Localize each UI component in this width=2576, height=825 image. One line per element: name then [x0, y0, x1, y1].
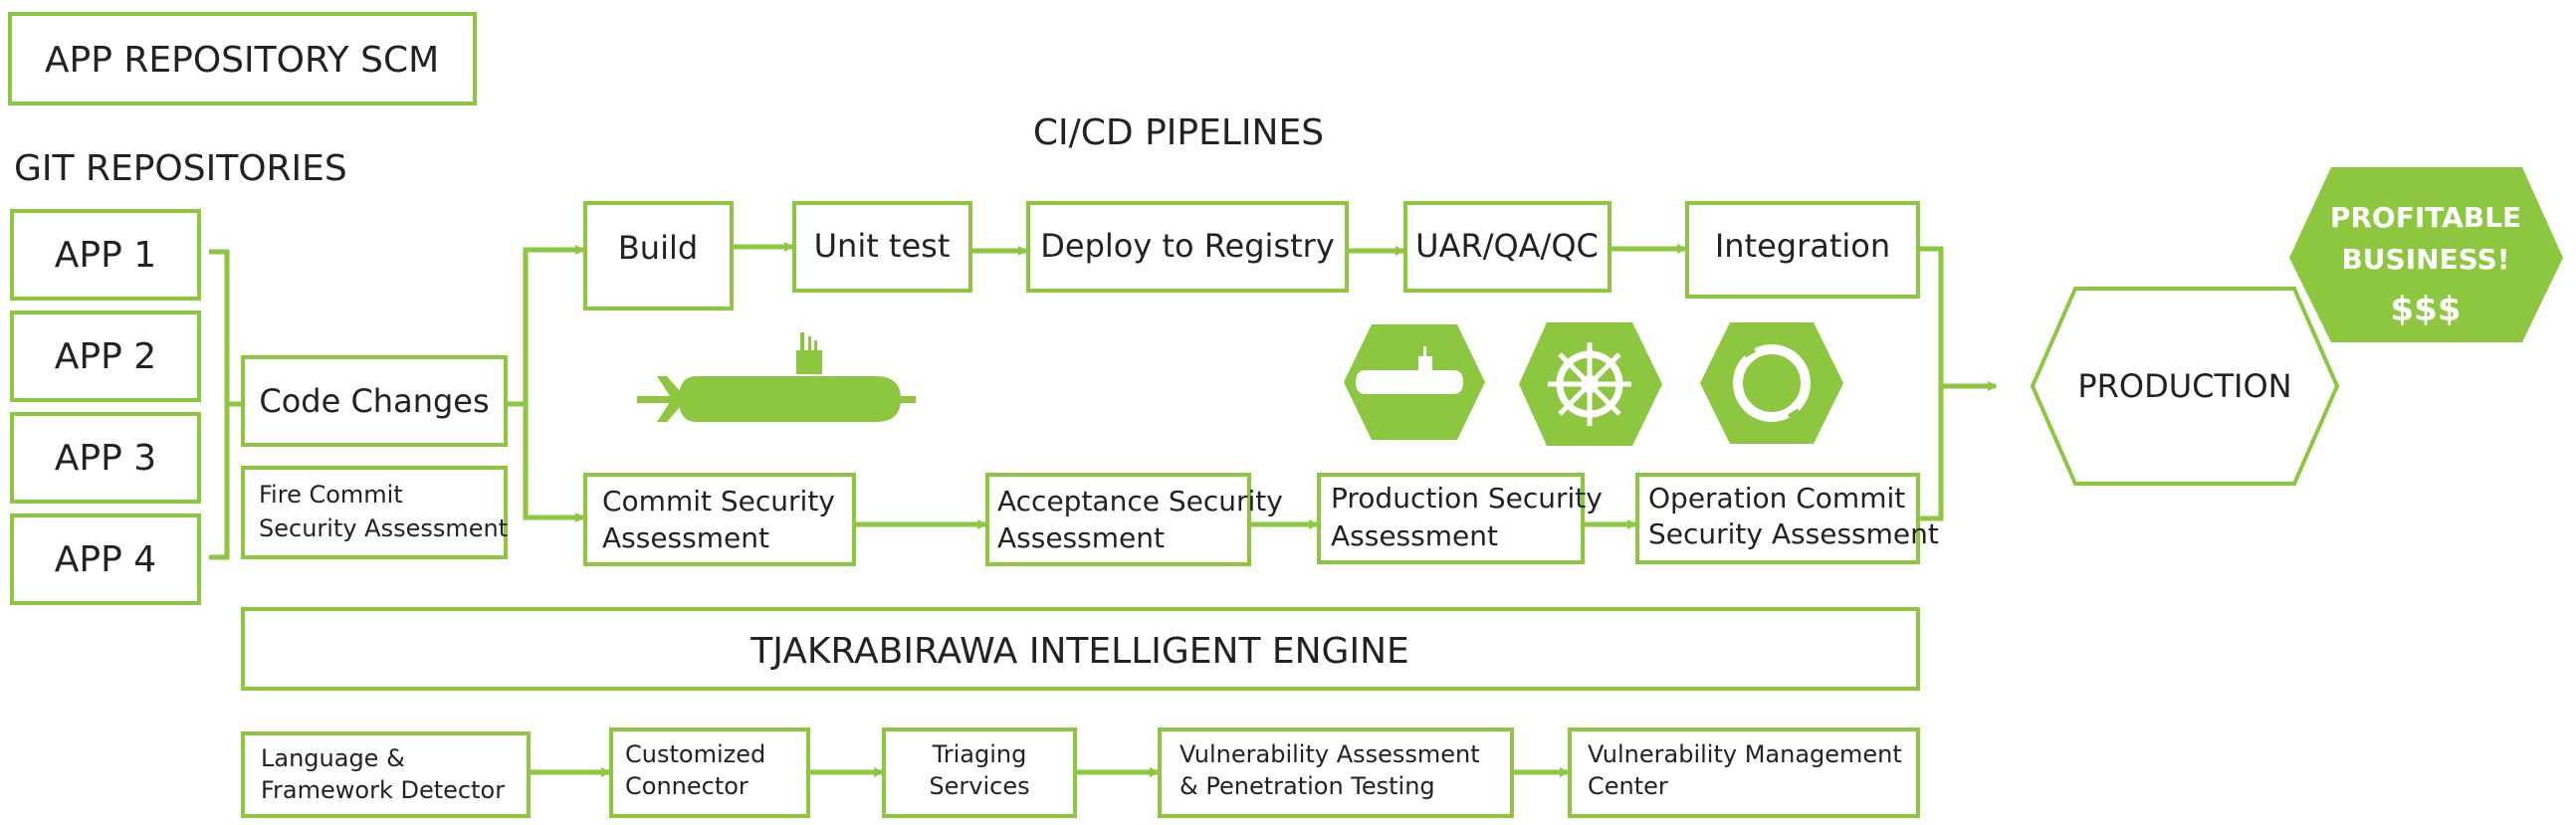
- engine-step-line-1: Vulnerability Management: [1588, 740, 1902, 768]
- git-repositories-title: GIT REPOSITORIES: [14, 148, 347, 189]
- deploy-registry-box: Deploy to Registry: [1026, 201, 1349, 293]
- app-2-box: APP 2: [10, 310, 201, 402]
- engine-step-line-1: Customized: [625, 740, 765, 768]
- acceptance-security-box: Acceptance Security Assessment: [985, 473, 1283, 566]
- uar-qa-qc-box: UAR/QA/QC: [1403, 201, 1611, 293]
- engine-step-line-2: & Penetration Testing: [1180, 772, 1435, 800]
- pipeline-step-label: Build: [618, 229, 698, 267]
- pipeline-step-label: Unit test: [814, 227, 951, 265]
- security-step-line-2: Assessment: [602, 521, 769, 554]
- engine-step-line-2: Center: [1588, 772, 1668, 800]
- profitable-line-1: PROFITABLE: [2330, 201, 2521, 234]
- production-label: PRODUCTION: [2077, 367, 2291, 405]
- app-label: APP 4: [55, 539, 156, 580]
- app-1-box: APP 1: [10, 209, 201, 301]
- app-label: APP 1: [55, 235, 156, 276]
- language-detector-box: Language & Framework Detector: [241, 731, 531, 818]
- engine-step-line-2: Connector: [625, 772, 749, 800]
- app-3-box: APP 3: [10, 412, 201, 504]
- app-label: APP 3: [55, 438, 156, 479]
- arrow-to-commit-security: [523, 404, 585, 522]
- apps-bracket: [209, 249, 230, 560]
- va-pentest-box: Vulnerability Assessment & Penetration T…: [1158, 727, 1514, 818]
- unit-test-box: Unit test: [792, 201, 972, 293]
- code-changes-box: Code Changes: [241, 355, 508, 447]
- integration-box: Integration: [1685, 201, 1920, 299]
- security-step-line-1: Production Security: [1331, 482, 1603, 515]
- pipeline-step-label: UAR/QA/QC: [1415, 227, 1599, 265]
- engine-step-line-2: Framework Detector: [261, 776, 505, 804]
- profitable-line-2: BUSINESS!: [2341, 243, 2509, 276]
- engine-title-box: TJAKRABIRAWA INTELLIGENT ENGINE: [241, 607, 1920, 691]
- build-box: Build: [583, 201, 734, 310]
- submarine-hexagon-icon: [1344, 324, 1485, 440]
- engine-step-line-1: Vulnerability Assessment: [1180, 740, 1480, 768]
- fire-commit-line-1: Fire Commit: [259, 481, 403, 509]
- merge-bracket: [1918, 246, 1944, 521]
- profitable-business-hexagon: PROFITABLE BUSINESS! $$$: [2289, 167, 2563, 342]
- life-ring-hexagon-icon: [1700, 322, 1843, 444]
- pipeline-title: CI/CD PIPELINES: [1033, 112, 1324, 153]
- pipeline-step-label: Deploy to Registry: [1040, 227, 1335, 265]
- security-step-line-2: Security Assessment: [1648, 517, 1939, 550]
- engine-step-line-1: Language &: [261, 744, 405, 772]
- triaging-services-box: Triaging Services: [882, 727, 1077, 818]
- security-step-line-1: Operation Commit: [1648, 482, 1905, 515]
- security-step-line-1: Acceptance Security: [997, 485, 1283, 517]
- arrow-to-build: [506, 245, 585, 407]
- commit-security-box: Commit Security Assessment: [583, 473, 856, 566]
- operation-commit-box: Operation Commit Security Assessment: [1635, 473, 1939, 564]
- app-4-box: APP 4: [10, 514, 201, 605]
- security-step-line-2: Assessment: [997, 521, 1165, 554]
- engine-step-line-1: Triaging: [932, 740, 1027, 768]
- scm-title: APP REPOSITORY SCM: [45, 40, 439, 81]
- submarine-icon: [637, 332, 916, 422]
- customized-connector-box: Customized Connector: [609, 727, 810, 818]
- engine-title: TJAKRABIRAWA INTELLIGENT ENGINE: [750, 631, 1409, 672]
- app-label: APP 2: [55, 336, 156, 377]
- code-changes-label: Code Changes: [259, 382, 489, 420]
- production-hexagon: PRODUCTION: [2030, 287, 2340, 486]
- ship-wheel-hexagon-icon: [1519, 322, 1662, 446]
- production-security-box: Production Security Assessment: [1317, 473, 1603, 564]
- vuln-management-box: Vulnerability Management Center: [1568, 727, 1920, 818]
- security-step-line-1: Commit Security: [602, 485, 835, 517]
- engine-step-line-2: Services: [929, 772, 1029, 800]
- profitable-line-3: $$$: [2391, 290, 2462, 329]
- pipeline-step-label: Integration: [1715, 227, 1890, 265]
- scm-header-box: APP REPOSITORY SCM: [8, 12, 477, 105]
- fire-commit-box: Fire Commit Security Assessment: [241, 466, 508, 559]
- security-step-line-2: Assessment: [1331, 519, 1498, 552]
- fire-commit-line-2: Security Assessment: [259, 515, 508, 542]
